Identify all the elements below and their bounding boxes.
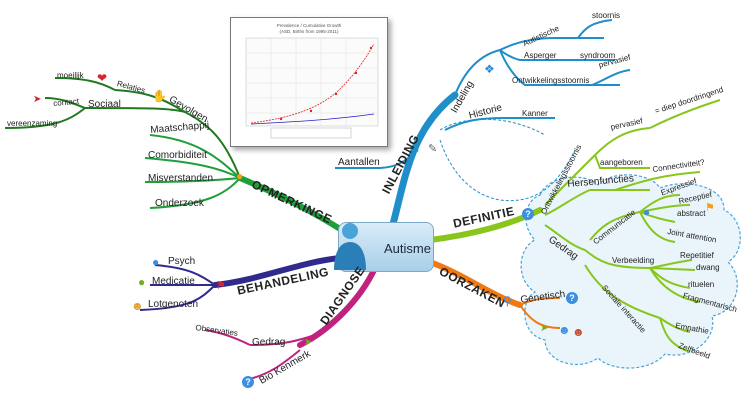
topic-comorbiditeit[interactable]: Comorbiditeit: [148, 150, 207, 161]
pin-icon: ➤: [304, 337, 313, 348]
speech-bubble-icon: ●: [643, 205, 651, 219]
topic-kanner[interactable]: Kanner: [522, 109, 548, 118]
question-icon: ?: [522, 208, 534, 220]
flag-icon: ⚑: [705, 202, 715, 214]
chart-thumb-subtitle: (ASD, Births from 1995-2011): [279, 29, 339, 34]
topic-asperger[interactable]: Asperger: [524, 51, 557, 60]
topic-vereenzaming[interactable]: vereenzaming: [7, 119, 58, 128]
topic-verbeelding[interactable]: Verbeelding: [612, 256, 655, 265]
topic-rituelen[interactable]: rituelen: [688, 280, 715, 289]
chart-thumbnail[interactable]: Prevalence / Cumulative Growth (ASD, Bir…: [230, 17, 388, 147]
topic-syndroom[interactable]: syndroom: [580, 51, 616, 60]
people-icon: ☻: [558, 323, 571, 337]
topic-aantallen[interactable]: Aantallen: [338, 157, 380, 168]
branch-opmerkingen: [237, 175, 348, 235]
people-icon: ☻: [572, 325, 585, 339]
topic-misverstanden[interactable]: Misverstanden: [148, 173, 214, 184]
bulb-icon: ●: [236, 169, 244, 183]
note-icon: ✎: [428, 143, 438, 155]
topic-ontwikkelingsstoornis-inl[interactable]: Ontwikkelingsstoornis: [512, 76, 590, 85]
speech-bubble-icon: ●: [152, 255, 160, 269]
definitie-cloud: [520, 174, 741, 369]
heart-icon: ❤: [97, 71, 108, 85]
puzzle-icon: ❖: [484, 62, 495, 76]
topic-lotgenoten[interactable]: Lotgenoten: [148, 299, 199, 310]
topic-psych[interactable]: Psych: [168, 256, 196, 267]
flag-icon: ⚑: [216, 280, 226, 292]
people-icon: ☻: [131, 299, 144, 313]
branch-oorzaken: [427, 259, 523, 308]
topic-moeilijk[interactable]: moeilijk: [57, 71, 84, 80]
topic-abstract[interactable]: abstract: [677, 209, 706, 218]
topic-dwang[interactable]: dwang: [696, 263, 720, 272]
dna-icon: ➤: [540, 323, 549, 334]
branch-behandeling: [212, 255, 343, 288]
topic-stoornis[interactable]: stoornis: [592, 11, 621, 20]
topic-onderzoek[interactable]: Onderzoek: [155, 198, 204, 209]
question-icon: ?: [242, 376, 254, 388]
chart-thumb-title: Prevalence / Cumulative Growth: [276, 23, 342, 28]
topic-sociaal[interactable]: Sociaal: [88, 99, 121, 110]
magnifier-icon: ⚲: [503, 294, 512, 308]
pill-icon: ●: [138, 275, 146, 289]
contact-pin-icon: ➤: [33, 94, 42, 105]
topic-medicatie[interactable]: Medicatie: [152, 276, 195, 287]
thumbs-icon: ✋: [152, 89, 167, 103]
question-icon: ?: [566, 292, 578, 304]
topic-aangeboren[interactable]: aangeboren: [600, 158, 643, 167]
central-topic-label: Autisme: [384, 241, 431, 256]
topic-gedrag-diag[interactable]: Gedrag: [252, 337, 286, 348]
topic-repetitief[interactable]: Repetitief: [680, 251, 714, 260]
branch-diagnose: [297, 265, 378, 348]
chart-thumb-plot: [245, 37, 379, 139]
person-icon: [334, 223, 366, 270]
